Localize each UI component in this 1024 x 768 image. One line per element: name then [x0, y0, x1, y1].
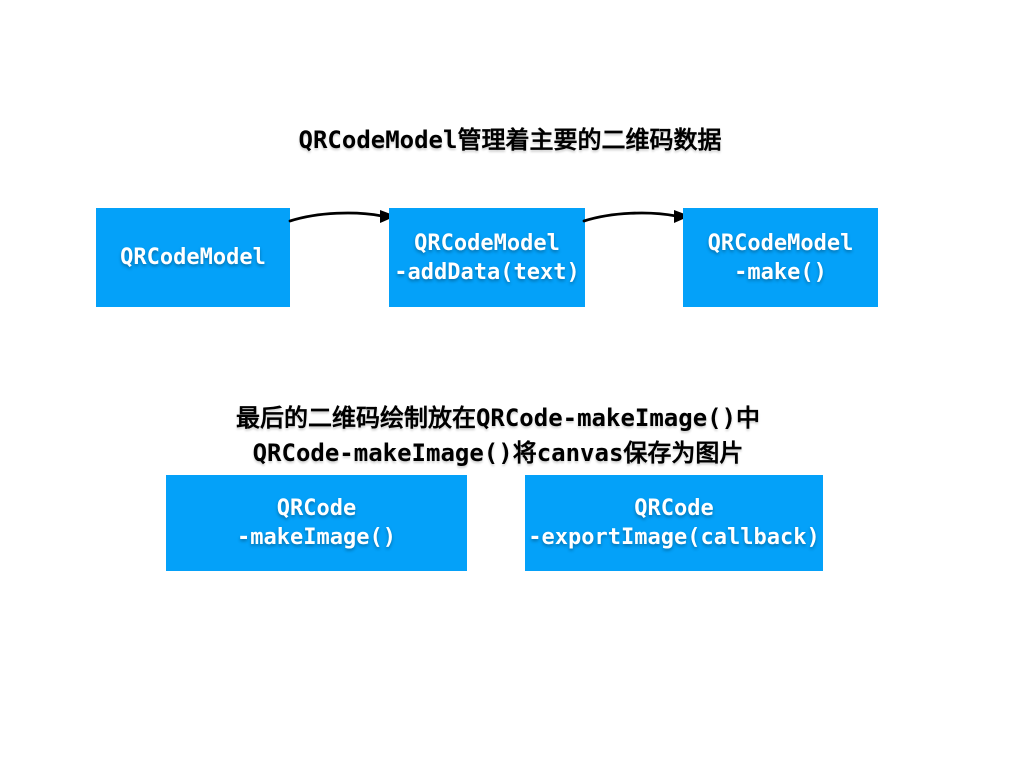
- box-line: QRCodeModel: [120, 245, 266, 270]
- box-qrcodemodel-adddata: QRCodeModel -addData(text): [389, 208, 585, 307]
- section2-title-line2: QRCode-makeImage()将canvas保存为图片: [252, 439, 744, 467]
- box-line: -addData(text): [394, 259, 580, 285]
- section1-title: QRCodeModel管理着主要的二维码数据: [298, 126, 722, 154]
- box-qrcodemodel-make: QRCodeModel -make(): [683, 208, 878, 307]
- box-line: QRCode: [276, 496, 357, 521]
- box-line: -makeImage(): [237, 525, 396, 550]
- box-line: -make(): [734, 259, 827, 285]
- box-line: -exportImage(callback): [528, 525, 820, 550]
- box-line: QRCodeModel: [707, 230, 854, 256]
- box-line: QRCodeModel: [414, 230, 560, 256]
- box-qrcode-exportimage: QRCode -exportImage(callback): [525, 475, 823, 571]
- arrow-right-icon: [288, 210, 396, 223]
- arrow-right-icon: [582, 210, 690, 223]
- section2-title-line1: 最后的二维码绘制放在QRCode-makeImage()中: [235, 404, 761, 432]
- section2-title: 最后的二维码绘制放在QRCode-makeImage()中 QRCode-mak…: [0, 401, 996, 471]
- box-qrcodemodel: QRCodeModel: [96, 208, 290, 307]
- box-qrcode-makeimage: QRCode -makeImage(): [166, 475, 467, 571]
- box-line: QRCode: [634, 496, 714, 521]
